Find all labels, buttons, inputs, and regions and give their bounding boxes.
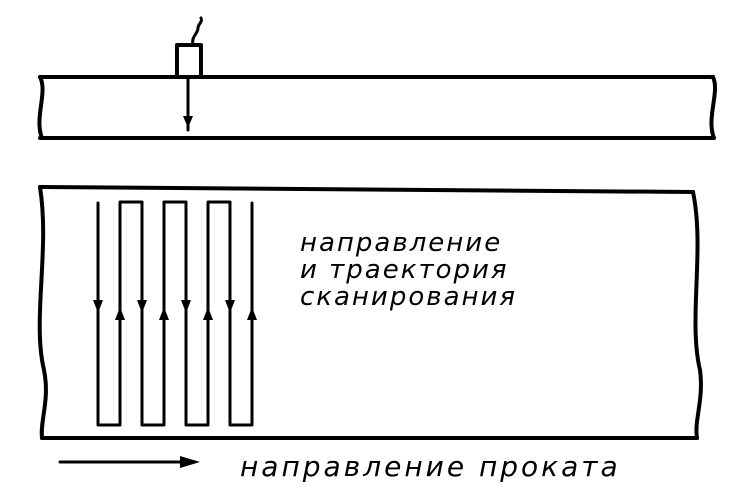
scan-label-line1: направление — [300, 228, 503, 258]
scan-label-line2: и траектория — [300, 255, 509, 285]
scan-label-line3: сканирования — [300, 282, 518, 312]
scan-arrow-up-icon — [203, 307, 213, 320]
scan-arrow-down-icon — [93, 300, 103, 313]
plate-top-view — [37, 185, 703, 440]
plate-top-left-break — [37, 185, 48, 440]
plate-top-right-break — [691, 190, 703, 440]
rolling-arrow-head — [180, 456, 200, 468]
plate-side-right-break — [709, 75, 718, 140]
scan-trajectory — [93, 200, 257, 427]
probe-cable — [191, 16, 203, 47]
scan-arrow-down-icon — [137, 300, 147, 313]
scan-arrow-down-icon — [225, 300, 235, 313]
scan-arrow-up-icon — [159, 307, 169, 320]
rolling-direction-label: направление проката — [240, 450, 621, 483]
scan-direction-label: направление и траектория сканирования — [300, 230, 517, 311]
probe-icon — [175, 16, 203, 79]
scan-arrow-up-icon — [115, 307, 125, 320]
plate-side-left-break — [37, 75, 45, 140]
arrow-right-icon — [58, 456, 200, 468]
plate-side-view — [37, 75, 718, 140]
plate-top-upper-edge — [38, 185, 695, 194]
probe-body — [175, 43, 203, 79]
beam-arrow-icon — [183, 116, 193, 128]
scan-arrow-down-icon — [181, 300, 191, 313]
scan-arrow-up-icon — [247, 307, 257, 320]
